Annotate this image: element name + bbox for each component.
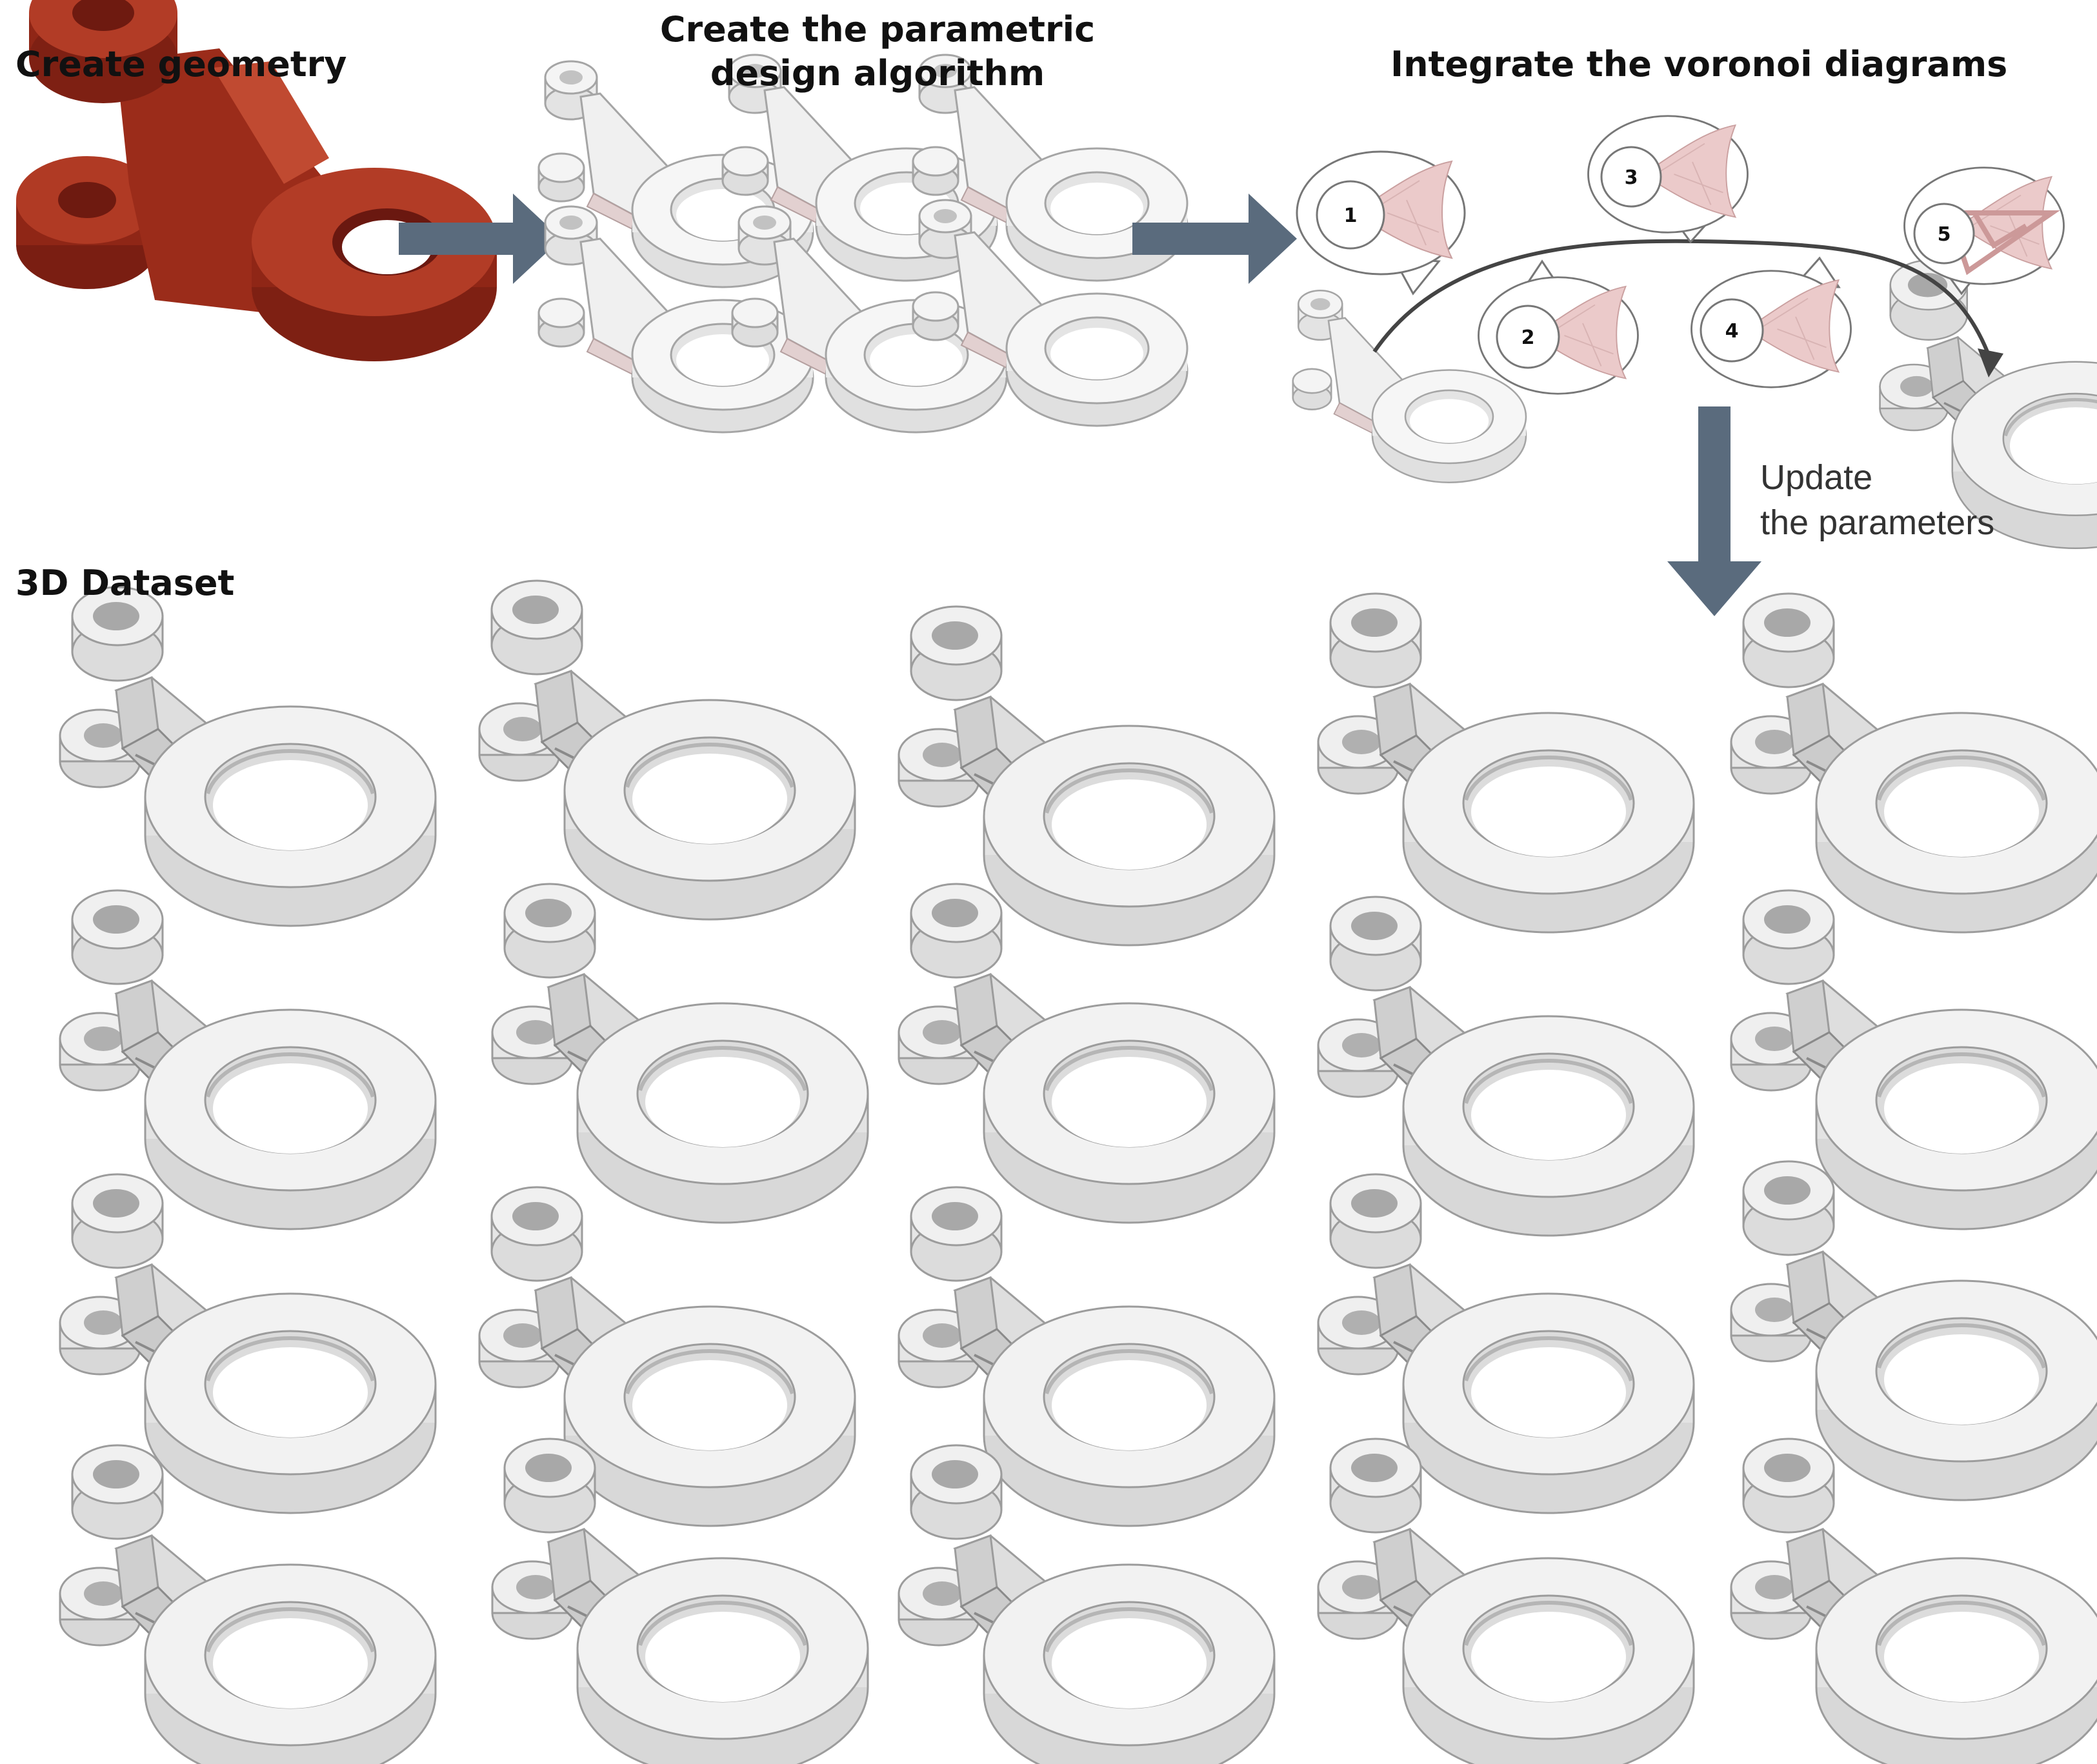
dataset-item [492, 884, 868, 1223]
label-3d-dataset: 3D Dataset [15, 563, 235, 603]
label-integrate-voronoi: Integrate the voronoi diagrams [1390, 44, 2008, 85]
label-update-parameters: Update the parameters [1760, 455, 1994, 545]
label-line: the parameters [1760, 503, 1995, 542]
arrow-to-algorithm [399, 194, 561, 284]
dataset-item [479, 581, 855, 919]
step-number: 4 [1725, 320, 1739, 343]
voronoi-step-3: 3 [1587, 115, 1749, 244]
label-line: design algorithm [710, 53, 1045, 94]
label-parametric-algorithm: Create the parametric design algorithm [645, 8, 1110, 95]
voronoi-step-5: 5 [1903, 166, 2065, 296]
voronoi-process-arrow [1372, 239, 2003, 377]
label-create-geometry: Create geometry [15, 44, 347, 85]
voronoi-step-4: 4 [1691, 256, 1852, 388]
arrow-to-voronoi [1132, 194, 1297, 284]
label-line: Create the parametric [659, 9, 1096, 50]
step-number: 5 [1938, 223, 1951, 246]
step-number: 2 [1521, 326, 1535, 349]
dataset-item [60, 587, 436, 926]
label-line: Update [1760, 458, 1873, 497]
algorithm-variants [537, 54, 1189, 434]
step-number: 3 [1625, 166, 1638, 189]
voronoi-step-1: 1 [1296, 150, 1466, 296]
dataset-item [1731, 594, 2097, 932]
arrow-update-parameters [1667, 406, 1761, 616]
step-number: 1 [1344, 205, 1358, 227]
voronoi-step-2: 2 [1478, 259, 1639, 395]
dataset-grid [60, 581, 2097, 1764]
dataset-item [1318, 594, 1694, 932]
